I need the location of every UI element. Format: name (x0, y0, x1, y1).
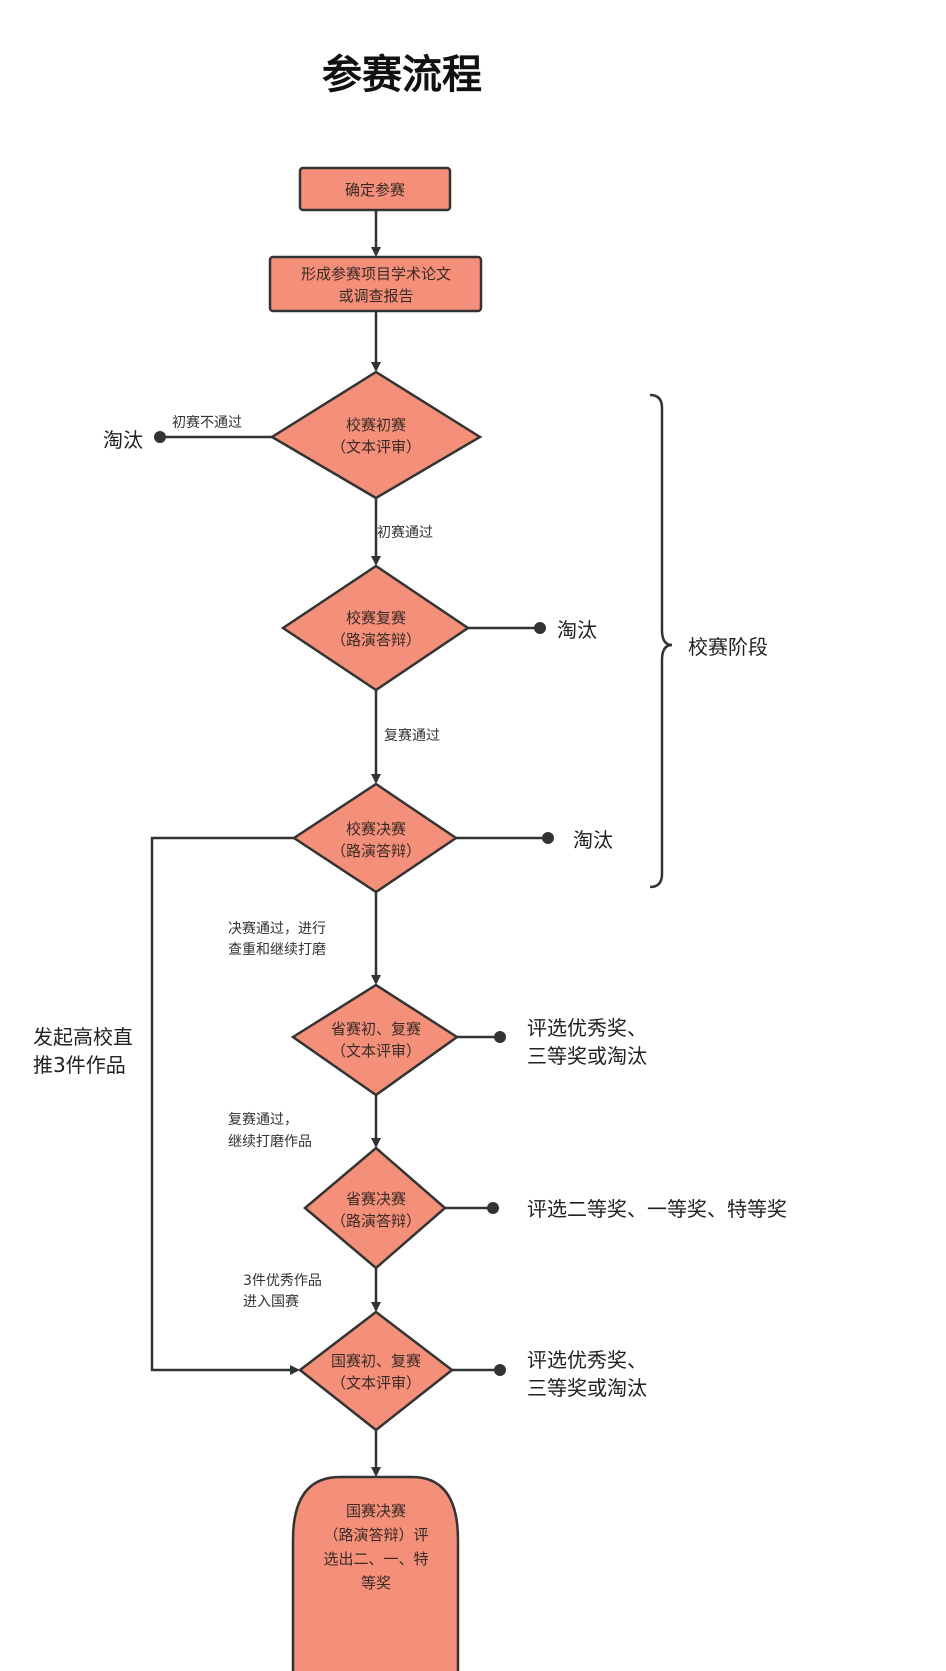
edge-label: 推3件作品 (33, 1053, 126, 1077)
edge-label: 复赛通过 (384, 727, 440, 744)
edge-label: 初赛通过 (377, 524, 433, 541)
edge-label: 继续打磨作品 (228, 1133, 312, 1150)
node-text: 国赛初、复赛 (331, 1352, 421, 1370)
node-text: 省赛初、复赛 (331, 1020, 421, 1038)
stage-label: 校赛阶段 (688, 635, 768, 659)
outcome: 三等奖或淘汰 (527, 1376, 647, 1400)
edge-label: 复赛通过， (228, 1111, 298, 1128)
node-text: （文本评审） (331, 1042, 421, 1060)
node-text: 国赛决赛 (346, 1502, 406, 1520)
edge-label: 查重和继续打磨 (228, 941, 326, 958)
outcome: 评选二等奖、一等奖、特等奖 (527, 1197, 787, 1221)
outcome: 淘汰 (557, 618, 597, 642)
node-text: （文本评审） (331, 1374, 421, 1392)
outcome: 评选优秀奖、 (527, 1348, 647, 1372)
end-dot (494, 1364, 506, 1376)
edge-label: 发起高校直 (33, 1025, 133, 1049)
node-text: （文本评审） (331, 438, 421, 456)
node-text: 校赛初赛 (346, 416, 406, 434)
outcome: 三等奖或淘汰 (527, 1044, 647, 1068)
node-school-prelim: 校赛初赛 （文本评审） (269, 370, 483, 500)
stage-brace (649, 393, 673, 889)
node-start: 确定参赛 (298, 166, 452, 212)
edge-label: 决赛通过，进行 (228, 921, 326, 937)
node-text: 校赛决赛 (346, 820, 406, 838)
edge-label: 进入国赛 (243, 1294, 299, 1310)
outcome: 淘汰 (103, 428, 143, 452)
node-prov-prelim: 省赛初、复赛 （文本评审） (290, 983, 460, 1097)
node-text: 等奖 (361, 1574, 391, 1592)
end-dot (534, 622, 546, 634)
node-text: 形成参赛项目学术论文 (301, 265, 451, 283)
edge-label: 初赛不通过 (172, 414, 242, 431)
node-text: （路演答辩） (331, 1212, 421, 1230)
outcome: 淘汰 (573, 828, 613, 852)
node-text: （路演答辩） (331, 631, 421, 649)
node-text: 校赛复赛 (346, 609, 406, 627)
node-nat-prelim: 国赛初、复赛 （文本评审） (297, 1310, 455, 1432)
node-nat-final: 国赛决赛 （路演答辩）评 选出二、一、特 等奖 (291, 1475, 460, 1671)
node-text: 选出二、一、特 (323, 1550, 428, 1568)
edge-label: 3件优秀作品 (243, 1273, 322, 1289)
node-school-final: 校赛决赛 （路演答辩） (291, 782, 459, 894)
end-dot (494, 1031, 506, 1043)
node-text: 省赛决赛 (346, 1190, 406, 1208)
end-dot (542, 832, 554, 844)
page-title: 参赛流程 (322, 52, 482, 98)
connectors (150, 210, 554, 1477)
node-prov-final: 省赛决赛 （路演答辩） (303, 1146, 447, 1270)
node-text: 或调查报告 (338, 287, 413, 305)
end-dot (487, 1202, 499, 1214)
outcome: 评选优秀奖、 (527, 1016, 647, 1040)
node-paper: 形成参赛项目学术论文 或调查报告 (268, 255, 483, 313)
node-text: （路演答辩）评 (323, 1526, 428, 1544)
end-dot (154, 431, 166, 443)
direct-arrow (150, 836, 300, 1375)
node-school-semi: 校赛复赛 （路演答辩） (280, 564, 471, 692)
node-text: 确定参赛 (345, 181, 405, 199)
node-text: （路演答辩） (331, 842, 421, 860)
